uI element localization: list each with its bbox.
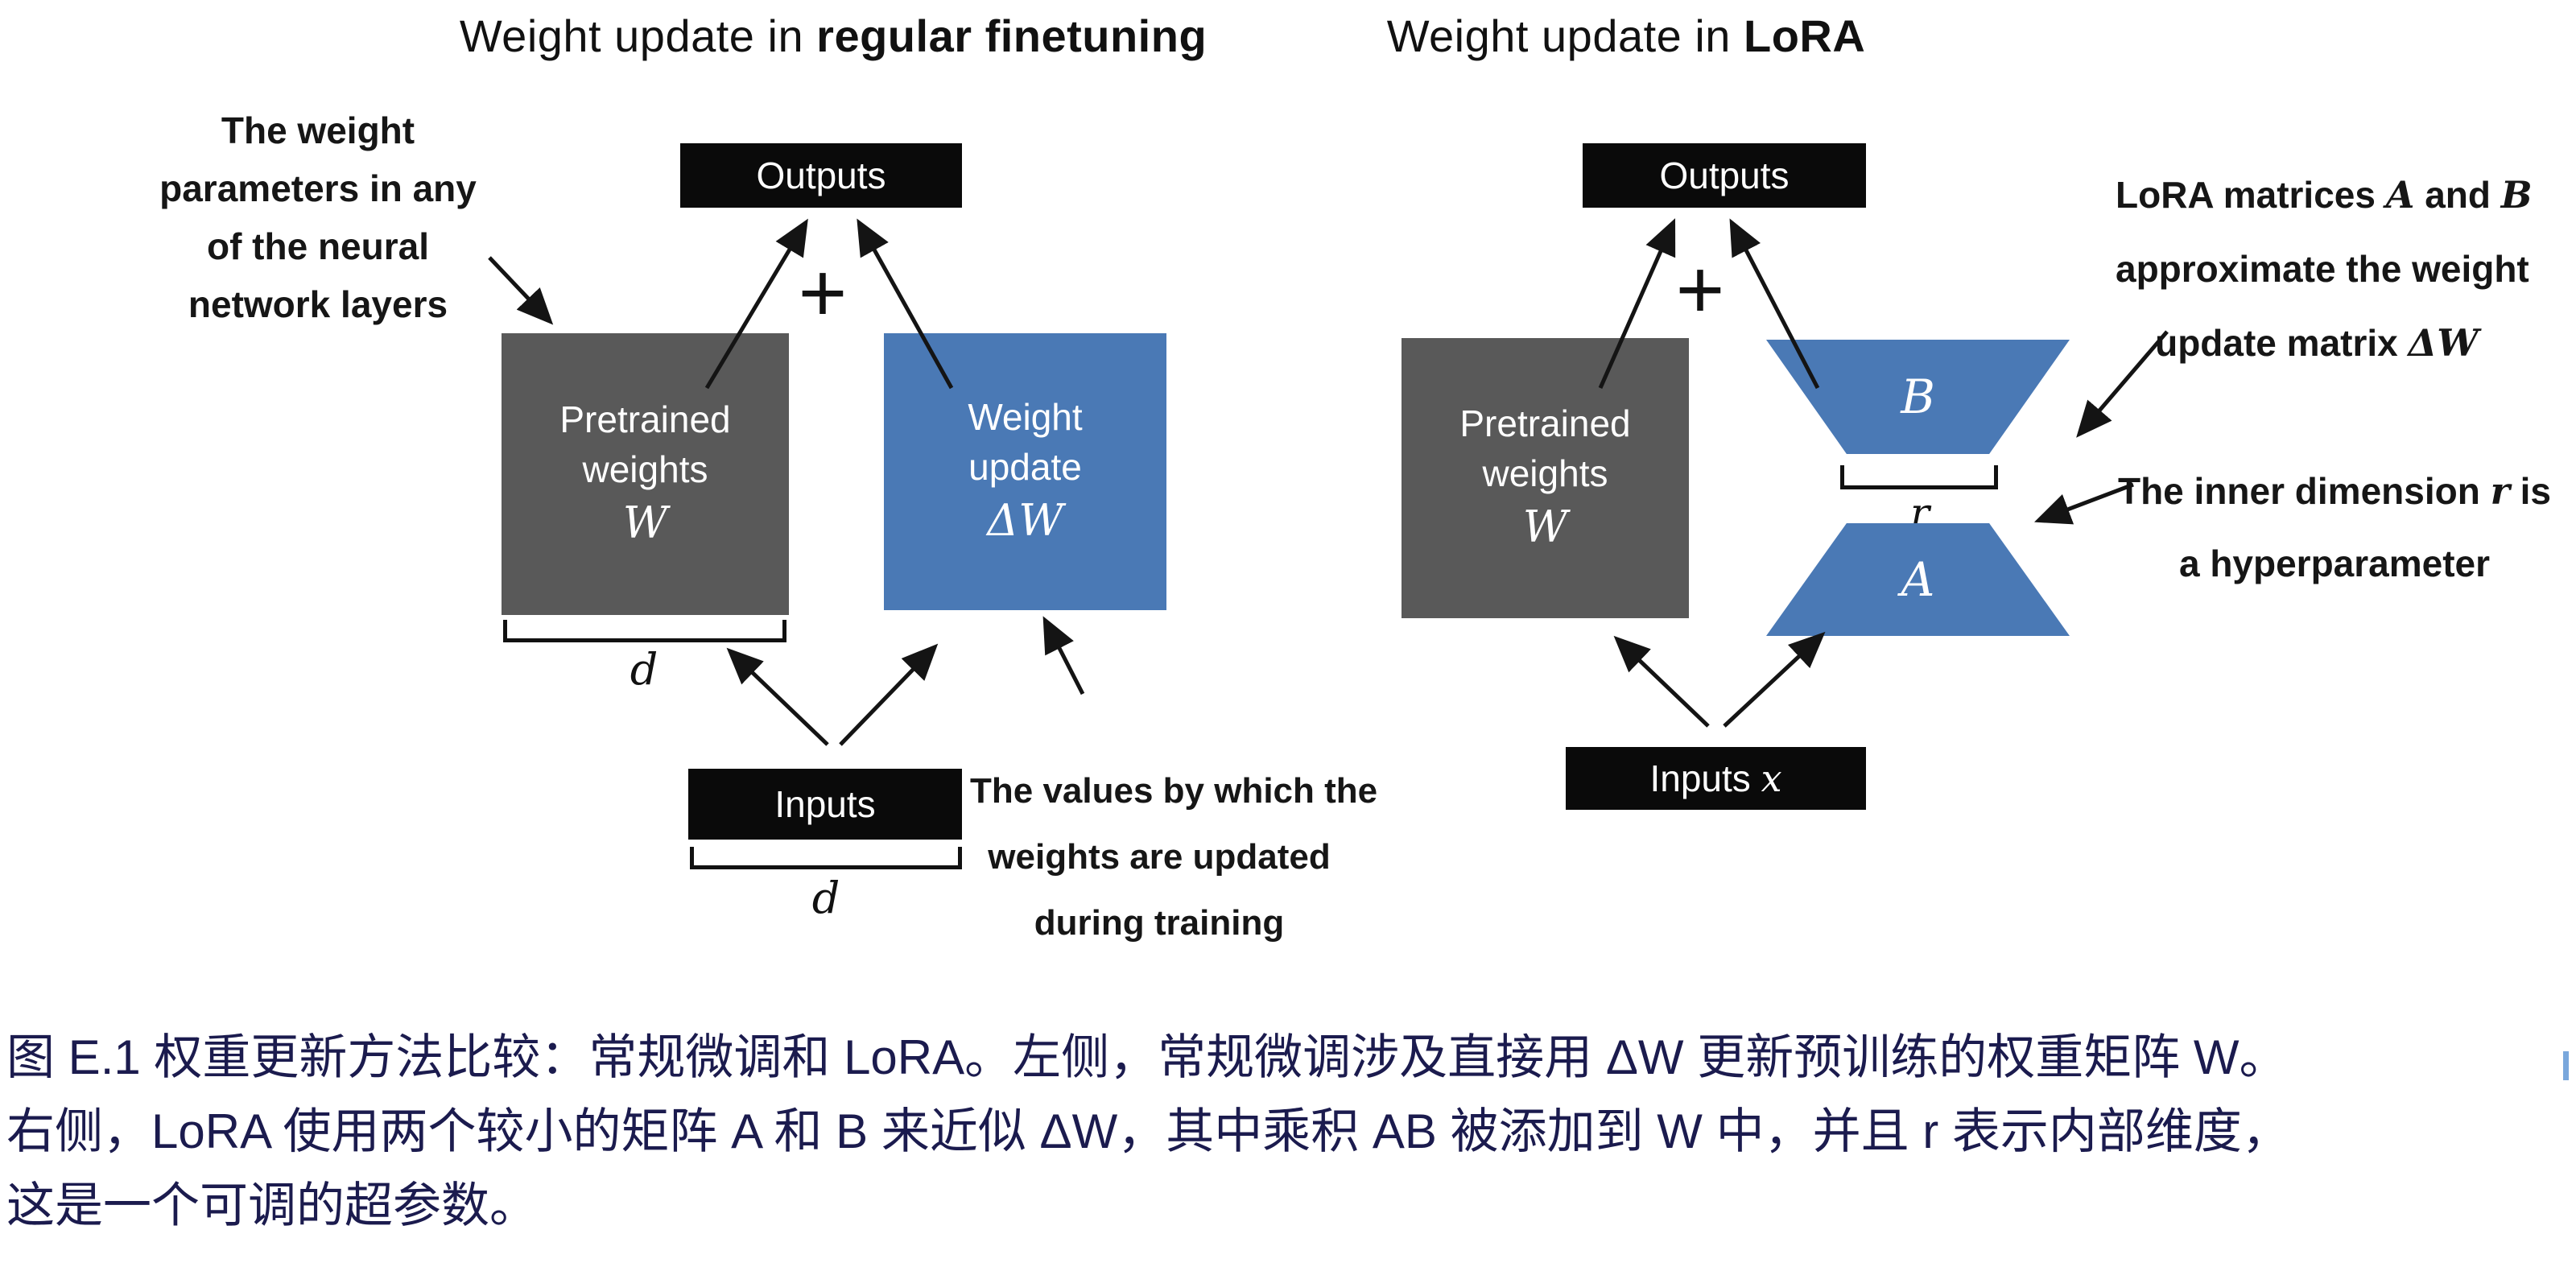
text-segment: is [2509,470,2551,512]
text-segment: update matrix [2155,322,2409,364]
right-outputs-box: Outputs [1583,143,1866,208]
box-line: Pretrained [1459,399,1630,449]
text-cursor-artifact [2563,1051,2569,1080]
right-inputs-box: Inputs x [1566,747,1866,810]
annotation-line: The weight [76,101,559,159]
annotation-line: during training [970,890,1348,956]
left-plus-sign: + [798,246,848,340]
left-weight-update-box: Weight update ΔW [884,333,1166,610]
text-segment: during training [1034,903,1285,943]
text-segment: ΔW [2408,321,2479,365]
right-inputs-label: Inputs x [1649,757,1781,800]
text-segment: and [2414,174,2501,216]
arrow-values-to-update-box [1042,616,1085,695]
left-inputs-label: Inputs [774,783,876,825]
arrow-inputs-to-dw [839,643,939,746]
arrow-inputsx-to-w [1613,635,1710,728]
text-segment: weights are updated [988,837,1331,877]
text-segment: Inputs [1649,757,1761,799]
matrix-b-label: B [1901,369,1935,424]
text-segment: Pretrained [1459,402,1631,445]
box-line: ΔW [968,492,1082,550]
annotation-line: of the neural [76,217,559,275]
text-segment: Pretrained [559,398,731,441]
left-outputs-label: Outputs [756,155,886,196]
text-segment: r [2490,469,2510,513]
right-panel-title: Weight update in LoRA [1368,10,1884,62]
text-segment: B [2500,173,2533,217]
annotation-line: weights are updated [970,824,1348,890]
lora-matrix-a: A [1766,523,2070,636]
text-segment: Weight update in [459,10,817,61]
right-pretrained-weights-box: Pretrained weights W [1402,338,1689,618]
text-segment: W [1522,501,1568,553]
annotation-line: The inner dimension r is [2105,455,2564,527]
text-segment: The weight [221,109,415,151]
dimension-bracket-r [1840,465,1998,489]
box-line: update [968,443,1082,493]
box-line: W [1459,498,1630,556]
lora-matrix-b: B [1766,340,2070,454]
text-segment: weights [1482,452,1608,494]
annotation-line: update matrix ΔW [2116,306,2518,380]
box-line: W [559,494,730,552]
text-segment: The values by which the [970,771,1378,811]
box-line: Pretrained [559,395,730,445]
text-segment: regular finetuning [816,10,1208,61]
annotation-line: parameters in any [76,159,559,217]
left-outputs-box: Outputs [680,143,962,208]
box-line: weights [1459,449,1630,499]
text-segment: approximate the weight [2116,248,2529,290]
text-segment: weights [582,448,708,490]
left-pretrained-weights-box: Pretrained weights W [502,333,789,615]
text-segment: A [2385,173,2415,217]
dimension-bracket-weights [503,620,786,642]
text-segment: a hyperparameter [2178,543,2491,584]
left-panel-title: Weight update in regular finetuning [370,10,1296,62]
annotation-line: The values by which the [970,758,1377,824]
right-plus-sign: + [1675,243,1725,336]
caption-line-1: 图 E.1 权重更新方法比较：常规微调和 LoRA。左侧，常规微调涉及直接用 Δ… [6,1030,2288,1084]
text-segment: LoRA matrices [2116,174,2386,216]
left-inputs-box: Inputs [688,769,962,840]
annotation-values-updated: The values by which the weights are upda… [970,758,1377,956]
annotation-line: approximate the weight [2116,232,2529,306]
text-segment: ΔW [987,495,1063,547]
arrow-inputs-to-w [726,647,829,746]
annotation-weight-parameters: The weight parameters in any of the neur… [76,101,559,333]
annotation-line: LoRA matrices A and B [2116,158,2533,232]
caption-line-2: 右侧，LoRA 使用两个较小的矩阵 A 和 B 来近似 ΔW，其中乘积 AB 被… [6,1104,2290,1158]
text-segment: LoRA [1744,10,1866,61]
arrow-inputsx-to-a [1723,631,1826,728]
text-segment: parameters in any [159,167,477,209]
box-line: Weight [968,393,1082,443]
text-segment: Weight [968,396,1083,439]
annotation-line: a hyperparameter [2105,527,2564,600]
text-segment: The inner dimension [2117,470,2491,512]
text-segment: W [622,497,668,549]
matrix-a-label: A [1901,552,1935,607]
annotation-lora-matrices: LoRA matrices A and B approximate the we… [2116,158,2533,380]
caption-line-3: 这是一个可调的超参数。 [6,1178,538,1232]
text-segment: update [968,445,1082,488]
right-outputs-label: Outputs [1659,155,1790,196]
text-segment: network layers [188,283,448,325]
annotation-inner-dimension: The inner dimension r is a hyperparamete… [2105,455,2564,600]
figure-caption: 图 E.1 权重更新方法比较：常规微调和 LoRA。左侧，常规微调涉及直接用 Δ… [6,1021,2571,1243]
dimension-d-inputs: d [811,873,840,923]
text-segment: Weight update in [1386,10,1744,61]
dimension-bracket-inputs [690,847,962,869]
dimension-d-weights: d [630,644,658,695]
box-line: weights [559,445,730,495]
annotation-line: network layers [76,275,559,333]
text-segment: x [1761,757,1782,800]
text-segment: of the neural [206,225,430,267]
